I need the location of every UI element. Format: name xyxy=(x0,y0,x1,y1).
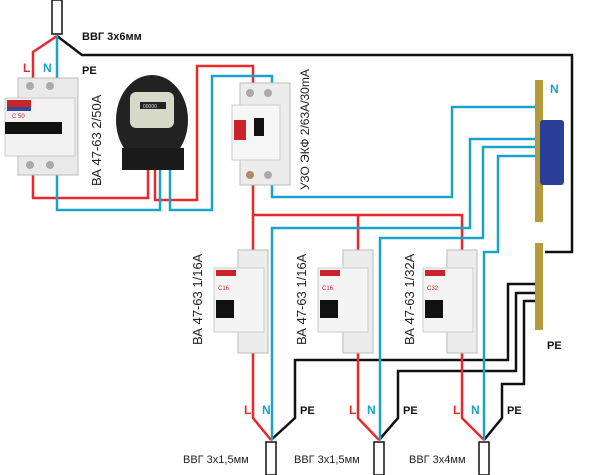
input-l-label: L xyxy=(23,61,30,75)
rcd-device xyxy=(231,82,291,186)
circuit-2-n-label: N xyxy=(367,403,376,417)
cable-label-1: ВВГ 3х1,5мм xyxy=(183,454,249,466)
pe-wire-1 xyxy=(270,282,540,441)
electric-meter: 00000 xyxy=(116,75,188,170)
din-clip xyxy=(540,120,564,185)
breaker-label-2: ВА 47-63 1/16А xyxy=(294,253,309,345)
n-meter-to-rcd xyxy=(168,74,274,212)
n-out-3 xyxy=(482,154,537,440)
n-out-1 xyxy=(270,137,537,440)
branch-breaker-3: C32 xyxy=(422,249,478,354)
input-n-label: N xyxy=(43,61,52,75)
pe-wire-2 xyxy=(378,291,540,441)
pe-wire-3 xyxy=(483,299,540,441)
breaker-label-3: ВА 47-63 1/32А xyxy=(402,253,417,345)
l-out-3 xyxy=(460,350,485,441)
l-breaker-to-meter xyxy=(31,165,150,200)
circuit-3-l-label: L xyxy=(453,403,460,417)
main-breaker-rating: C 50 xyxy=(12,114,25,120)
branch-breaker-1: C16 xyxy=(213,249,269,354)
l-out-1 xyxy=(251,350,272,441)
branch-breaker-2: C16 xyxy=(317,249,374,354)
cable-label-2: ВВГ 3х1,5мм xyxy=(294,454,360,466)
breaker-rating: C16 xyxy=(322,286,334,292)
breaker-label-1: ВА 47-63 1/16А xyxy=(190,253,205,345)
n-breaker-to-meter xyxy=(55,165,162,212)
circuit-2-pe-label: PE xyxy=(403,405,418,417)
output-cable-3 xyxy=(478,441,490,475)
output-cable-1 xyxy=(265,441,277,475)
earth-bus xyxy=(535,243,543,330)
input-cable-label: ВВГ 3х6мм xyxy=(82,31,142,43)
circuit-3-n-label: N xyxy=(471,403,480,417)
l-meter-to-rcd xyxy=(153,64,255,202)
n-rcd-to-bus xyxy=(270,105,537,199)
main-breaker: C 50 xyxy=(4,77,79,176)
breaker-rating: C16 xyxy=(218,286,230,292)
input-pe-label: PE xyxy=(82,65,97,77)
pe-bus-label: PE xyxy=(547,340,562,352)
n-out-2 xyxy=(378,145,537,440)
meter-reading: 00000 xyxy=(143,104,157,110)
circuit-2-l-label: L xyxy=(349,403,356,417)
breaker-rating: C32 xyxy=(427,286,439,292)
input-l-wire xyxy=(31,34,58,80)
circuit-1-pe-label: PE xyxy=(300,405,315,417)
rcd-label: УЗО ЭКФ 2/63А/30mA xyxy=(298,69,312,190)
circuit-1-l-label: L xyxy=(244,403,251,417)
l-out-2 xyxy=(356,350,380,441)
circuit-1-n-label: N xyxy=(262,403,271,417)
circuit-3-pe-label: PE xyxy=(507,405,522,417)
input-pe-wire xyxy=(56,35,574,254)
cable-label-3: ВВГ 3х4мм xyxy=(409,454,466,466)
output-cable-2 xyxy=(373,441,385,475)
input-cable xyxy=(51,0,63,35)
neutral-bus xyxy=(535,80,564,222)
main-breaker-label: ВА 47-63 2/50А xyxy=(89,94,104,186)
n-bus-label: N xyxy=(550,82,559,96)
